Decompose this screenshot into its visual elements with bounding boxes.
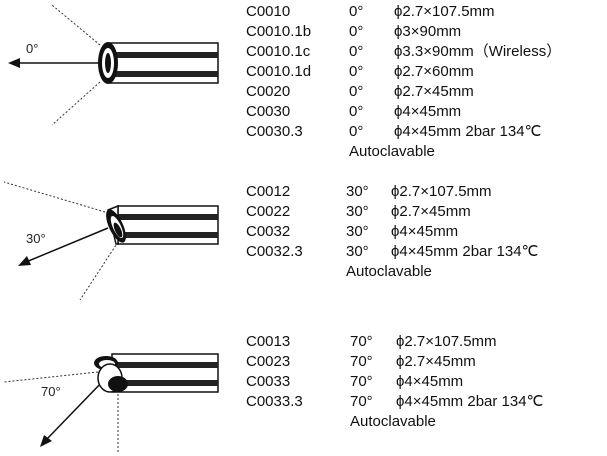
product-spec: ϕ4×45mm: [394, 103, 462, 120]
autoclavable-note: Autoclavable: [346, 263, 432, 280]
product-angle: 70°: [350, 333, 373, 350]
product-code: C0023: [246, 353, 291, 370]
product-angle: 70°: [350, 373, 373, 390]
product-group-30deg: 30° C0012 30° ϕ2.7×107.5mm C0022 30° ϕ2.7×45…: [0, 170, 607, 310]
product-spec: ϕ2.7×60mm: [394, 63, 474, 80]
product-spec: ϕ2.7×107.5mm: [391, 183, 492, 200]
product-spec: ϕ2.7×107.5mm: [396, 333, 497, 350]
product-angle: 0°: [349, 23, 364, 40]
product-angle: 0°: [349, 43, 364, 60]
product-code: C0010: [246, 3, 291, 20]
product-angle: 0°: [349, 103, 364, 120]
product-spec: ϕ3×90mm: [394, 23, 462, 40]
endoscope-tip-0deg-icon: [0, 0, 230, 130]
product-code: C0012: [246, 183, 291, 200]
autoclavable-note: Autoclavable: [350, 413, 436, 430]
endoscope-tip-70deg-icon: [0, 320, 230, 456]
product-code: C0030.3: [246, 123, 303, 140]
product-code: C0033.3: [246, 393, 303, 410]
product-angle: 30°: [346, 203, 369, 220]
product-spec: ϕ2.7×45mm: [391, 203, 471, 220]
product-code: C0010.1c: [246, 43, 311, 60]
product-group-70deg: 70° C0013 70° ϕ2.7×107.5mm C0023 70° ϕ2.7×45…: [0, 320, 607, 456]
product-code: C0010.1d: [246, 63, 312, 80]
product-spec: ϕ4×45mm: [391, 223, 459, 240]
product-angle: 0°: [349, 3, 364, 20]
product-spec: ϕ4×45mm 2bar 134℃: [394, 123, 542, 140]
product-code: C0010.1b: [246, 23, 312, 40]
product-code: C0032: [246, 223, 291, 240]
product-spec: ϕ2.7×107.5mm: [394, 3, 495, 20]
product-angle: 30°: [346, 223, 369, 240]
product-angle: 70°: [350, 393, 373, 410]
view-angle-label: 70°: [41, 384, 61, 399]
product-code: C0033: [246, 373, 291, 390]
view-angle-label: 0°: [26, 41, 39, 56]
product-spec: ϕ4×45mm: [396, 373, 464, 390]
product-spec: ϕ4×45mm 2bar 134℃: [396, 393, 544, 410]
view-angle-label: 30°: [26, 231, 46, 246]
autoclavable-note: Autoclavable: [349, 143, 435, 160]
product-code: C0013: [246, 333, 291, 350]
endoscope-tip-30deg-icon: [0, 170, 230, 310]
product-angle: 0°: [349, 63, 364, 80]
product-code: C0030: [246, 103, 291, 120]
product-group-0deg: 0° C0010 0° ϕ2.7×107.5mm C0010.1b 0° ϕ3×90mm…: [0, 0, 607, 170]
product-spec: ϕ2.7×45mm: [396, 353, 476, 370]
product-spec: ϕ3.3×90mm（Wireless）: [394, 43, 562, 60]
product-angle: 30°: [346, 243, 369, 260]
product-spec: ϕ2.7×45mm: [394, 83, 474, 100]
product-code: C0032.3: [246, 243, 303, 260]
product-angle: 0°: [349, 83, 364, 100]
product-angle: 0°: [349, 123, 364, 140]
product-angle: 70°: [350, 353, 373, 370]
product-code: C0022: [246, 203, 291, 220]
product-angle: 30°: [346, 183, 369, 200]
product-code: C0020: [246, 83, 291, 100]
product-spec: ϕ4×45mm 2bar 134℃: [391, 243, 539, 260]
